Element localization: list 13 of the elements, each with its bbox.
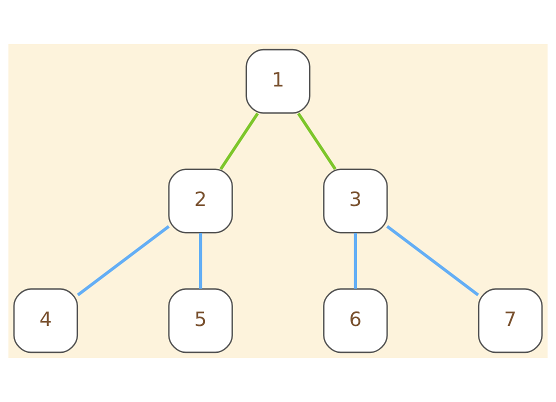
node-box: 1 (246, 48, 310, 114)
node-box: 2 (168, 168, 233, 234)
node-box: 3 (323, 168, 388, 234)
connector (386, 225, 480, 296)
node-box: 4 (13, 288, 78, 354)
node-box: 5 (168, 288, 233, 354)
connector (354, 233, 357, 289)
node-box: 6 (323, 288, 388, 354)
node-box: 7 (478, 288, 543, 354)
connector (76, 225, 170, 296)
connector (297, 112, 337, 170)
connector (199, 233, 202, 289)
connector (219, 112, 259, 170)
